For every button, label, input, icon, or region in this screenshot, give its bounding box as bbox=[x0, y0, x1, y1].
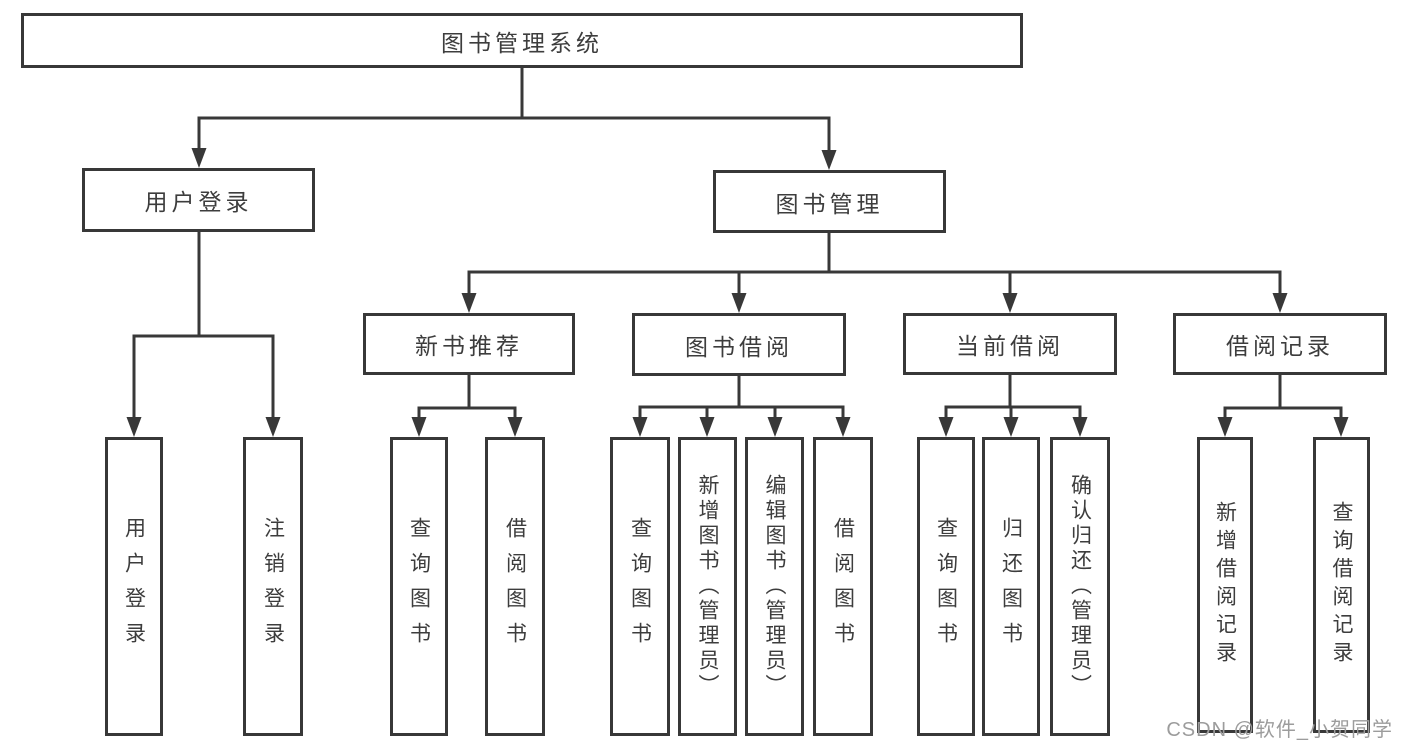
box-borrow-books: 借阅图书 bbox=[813, 437, 873, 736]
leaf-label: 查询借阅记录 bbox=[1330, 501, 1353, 669]
box-add-borrow-record: 新增借阅记录 bbox=[1197, 437, 1253, 733]
box-logout: 注销登录 bbox=[243, 437, 303, 736]
box-book-management: 图书管理 bbox=[713, 170, 946, 233]
box-library-management-system: 图书管理系统 bbox=[21, 13, 1023, 68]
leaf-label: 用户登录 bbox=[122, 516, 146, 657]
leaf-label: 归还图书 bbox=[999, 516, 1023, 657]
box-new-book-recommendation: 新书推荐 bbox=[363, 313, 575, 375]
leaf-label: 注销登录 bbox=[261, 516, 285, 657]
box-query-books-current: 查询图书 bbox=[917, 437, 975, 736]
watermark: CSDN @软件_小贺同学 bbox=[1166, 719, 1393, 741]
box-edit-books-admin: 编辑图书（管理员） bbox=[745, 437, 804, 736]
box-add-books-admin: 新增图书（管理员） bbox=[678, 437, 737, 736]
leaf-label: 查询图书 bbox=[407, 516, 431, 657]
leaf-label: 借阅图书 bbox=[831, 516, 855, 657]
box-query-borrow-record: 查询借阅记录 bbox=[1313, 437, 1370, 733]
leaf-label: 确认归还（管理员） bbox=[1068, 474, 1092, 699]
leaf-label: 查询图书 bbox=[934, 516, 958, 657]
box-borrowing-records: 借阅记录 bbox=[1173, 313, 1387, 375]
box-user-login: 用户登录 bbox=[82, 168, 315, 232]
box-book-borrowing: 图书借阅 bbox=[632, 313, 846, 376]
box-borrow-books-recommend: 借阅图书 bbox=[485, 437, 545, 736]
box-query-books-recommend: 查询图书 bbox=[390, 437, 448, 736]
leaf-label: 新增借阅记录 bbox=[1213, 501, 1237, 669]
box-current-borrowing: 当前借阅 bbox=[903, 313, 1117, 375]
box-confirm-return-admin: 确认归还（管理员） bbox=[1050, 437, 1110, 736]
box-return-books: 归还图书 bbox=[982, 437, 1040, 736]
leaf-label: 借阅图书 bbox=[503, 516, 527, 657]
leaf-label: 新增图书（管理员） bbox=[696, 474, 719, 699]
box-query-books-borrow: 查询图书 bbox=[610, 437, 670, 736]
leaf-label: 编辑图书（管理员） bbox=[763, 474, 786, 699]
leaf-label: 查询图书 bbox=[628, 516, 652, 657]
box-user-login-leaf: 用户登录 bbox=[105, 437, 163, 736]
